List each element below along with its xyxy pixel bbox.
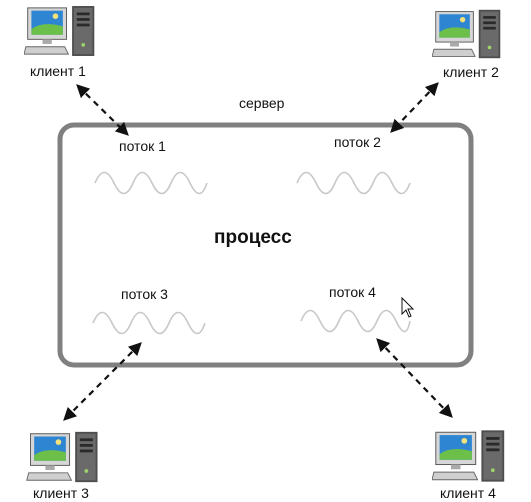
- arrow-client-3-thread-3: [63, 342, 142, 421]
- client-4-label: клиент 4: [440, 485, 496, 501]
- thread-4-label: поток 4: [329, 284, 376, 300]
- process-label: процесс: [214, 227, 292, 248]
- thread-1-wave: [94, 171, 208, 195]
- client-3-label: клиент 3: [33, 485, 89, 501]
- client-1-computer-icon: [24, 5, 95, 57]
- server-process-box: [57, 122, 474, 368]
- client-2-computer-icon: [432, 9, 501, 59]
- arrow-client-4-thread-4: [376, 338, 453, 418]
- thread-3-wave: [92, 311, 206, 335]
- server-label: сервер: [239, 95, 285, 111]
- thread-2-wave: [296, 171, 411, 195]
- client-3-computer-icon: [26, 431, 98, 483]
- thread-3-label: поток 3: [121, 286, 168, 302]
- client-4-computer-icon: [432, 429, 505, 483]
- thread-1-label: поток 1: [119, 138, 166, 154]
- client-2-label: клиент 2: [443, 64, 499, 80]
- thread-4-wave: [300, 309, 411, 333]
- arrow-client-1-thread-1: [76, 84, 129, 136]
- mouse-cursor-icon: [401, 296, 415, 318]
- client-1-label: клиент 1: [30, 63, 86, 79]
- thread-2-label: поток 2: [334, 134, 381, 150]
